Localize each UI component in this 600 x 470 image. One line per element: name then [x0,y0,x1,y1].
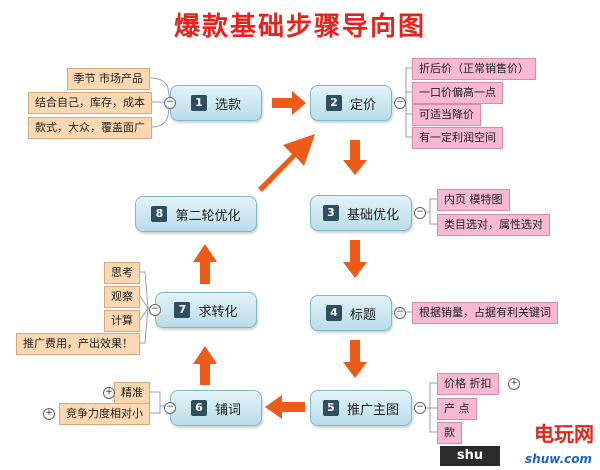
step-number: 3 [322,205,339,221]
step7-note-think: 思考 [104,262,140,284]
step-number: 6 [190,400,207,416]
step-label: 第二轮优化 [175,208,241,224]
expand-icon: + [103,387,115,399]
diagram-title: 爆款基础步骤导向图 [173,12,426,42]
collapse-icon: − [394,307,406,319]
step5-note-point: 产 点 [437,398,477,420]
connector-line [429,212,437,225]
step-8-node: 8 第二轮优化 [135,196,257,232]
step4-note-keywords: 根据销量，占据有利关键词 [412,302,558,324]
step5-note-style: 款 [437,422,462,444]
step-number: 1 [190,95,207,111]
connector-line [422,198,437,213]
step-number: 7 [174,302,191,318]
step-label: 标题 [349,307,376,323]
collapse-icon: − [164,402,176,414]
collapse-icon: − [414,402,426,414]
arrow-7-to-8 [193,244,217,284]
connector-line [149,77,171,103]
collapse-icon: − [414,207,426,219]
step1-note-season: 季节 市场产品 [66,68,150,90]
connector-line [139,307,149,321]
step3-note-category: 类目选对，属性选对 [437,214,550,236]
step-number: 8 [151,206,168,222]
connector-line [140,307,149,344]
step1-note-style: 款式，大众，覆盖面广 [28,117,152,139]
step-5-node: 5 推广主图 [310,390,412,426]
step-number: 5 [322,400,339,416]
arrow-8-to-2 [258,134,315,192]
connector-line [150,406,161,414]
connector-line [151,101,171,128]
watermark-cn-text: 电玩网 [534,422,594,446]
arrow-3-to-4 [343,240,367,278]
step-label: 基础优化 [346,207,399,223]
site-watermark-logo: 电玩网 shu shuw.com [440,418,596,466]
connector-line [422,382,437,409]
watermark-dark-text: shu [440,446,500,466]
step-1-node: 1 选款 [170,85,262,121]
step7-note-calculate: 计算 [104,310,140,332]
step-label: 定价 [349,97,376,113]
step3-note-model-image: 内页 模特图 [437,189,510,211]
collapse-icon: − [149,304,161,316]
step2-note-profit: 有一定利润空间 [412,127,503,149]
step6-note-precise: 精准 [114,382,150,404]
step-4-node: 4 标题 [310,295,392,331]
step-2-node: 2 定价 [310,85,392,121]
step-6-node: 6 铺词 [170,390,262,426]
arrow-1-to-2 [272,91,306,115]
step-label: 求转化 [198,304,238,320]
expand-icon: + [43,408,55,420]
step6-note-competition: 竞争力度相对小 [59,403,150,425]
arrow-4-to-5 [343,340,367,378]
flow-arrows [193,91,367,419]
arrow-2-to-3 [343,140,367,175]
step5-note-price: 价格 折扣 [437,373,499,395]
connector-line [429,408,437,433]
step2-note-fixed-price: 一口价偏高一点 [412,82,503,104]
step2-note-lower-price: 可适当降价 [412,104,481,126]
collapse-icon: − [164,97,176,109]
arrow-5-to-6 [265,395,305,419]
watermark-url-text: shuw.com [525,452,592,466]
step-3-node: 3 基础优化 [310,195,412,231]
connector-line [139,295,149,309]
step-label: 推广主图 [346,402,399,418]
step2-note-discount-price: 折后价（正常销售价） [412,58,536,80]
connector-line [405,102,412,138]
expand-icon: + [508,378,520,390]
step-number: 4 [325,305,342,321]
step-label: 铺词 [214,402,241,418]
collapse-icon: − [394,97,406,109]
step1-note-inventory: 结合自己，库存，成本 [28,92,152,114]
step7-note-cost: 推广费用，产出效果！ [16,333,140,355]
step-7-node: 7 求转化 [155,292,257,328]
connector-line [140,271,155,309]
step-label: 选款 [214,97,241,113]
arrow-6-to-7 [193,346,217,385]
step7-note-observe: 观察 [104,286,140,308]
step-number: 2 [325,95,342,111]
